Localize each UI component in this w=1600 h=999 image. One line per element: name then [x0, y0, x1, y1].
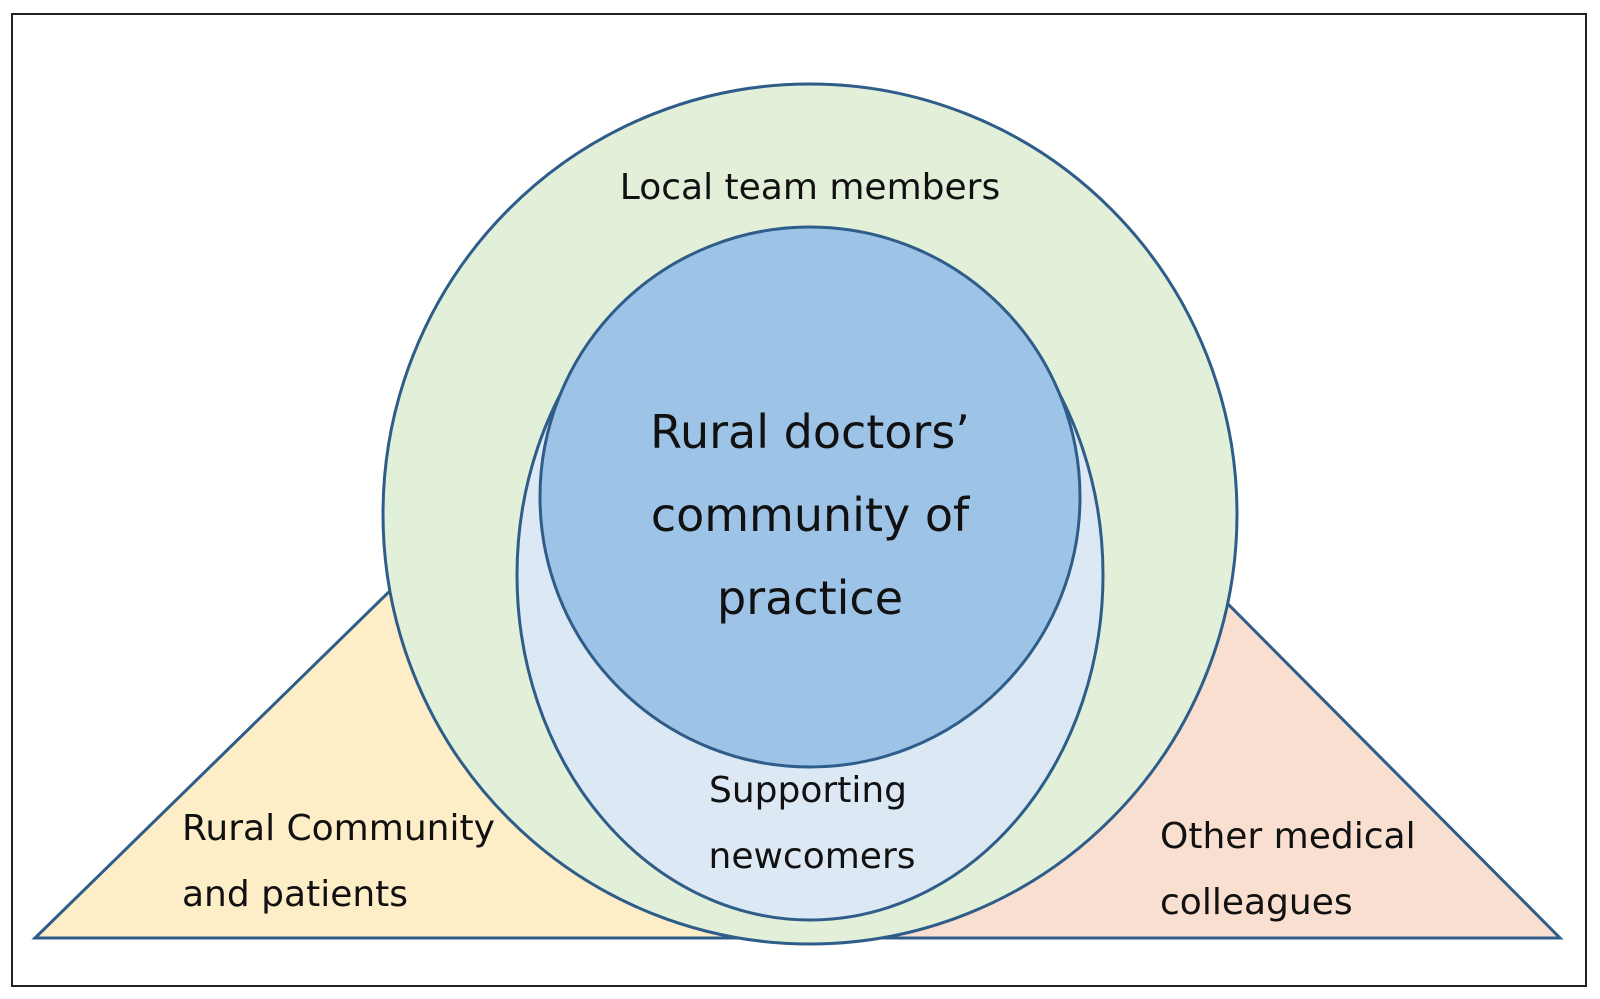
core-label-line-3: practice: [717, 571, 903, 625]
supporting-newcomers-line-2: newcomers: [709, 836, 916, 877]
core-circle-community-of-practice: [538, 225, 1082, 769]
rural-community-line-1: Rural Community: [182, 808, 495, 849]
local-team-members-label: Local team members: [620, 167, 1000, 208]
other-medical-line-1: Other medical: [1160, 816, 1416, 857]
core-label-line-1: Rural doctors’: [650, 405, 970, 459]
supporting-newcomers-line-1: Supporting: [709, 770, 907, 811]
rural-community-line-2: and patients: [182, 874, 408, 915]
core-label-line-2: community of: [651, 488, 971, 542]
other-medical-line-2: colleagues: [1160, 882, 1353, 923]
